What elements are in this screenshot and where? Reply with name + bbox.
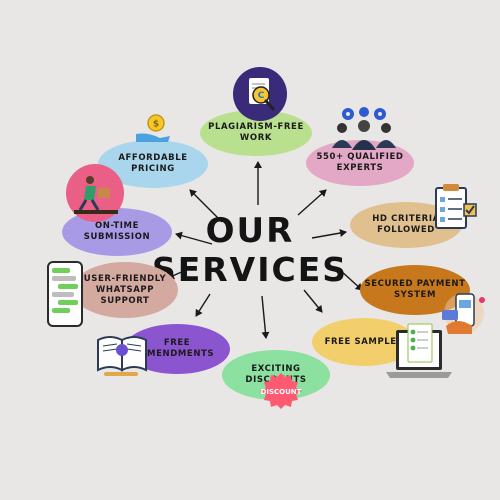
clipboard-checklist-icon xyxy=(435,184,477,229)
arrow-to-experts xyxy=(297,189,327,216)
phone-chat-icon xyxy=(47,261,83,327)
service-label: FREE AMENDMENTS xyxy=(139,338,215,359)
arrow-to-pricing xyxy=(189,189,223,223)
laptop-checklist-icon xyxy=(386,323,452,378)
service-whatsapp-support: USER-FRIENDLY WHATSAPP SUPPORT xyxy=(72,262,178,318)
arrows-group xyxy=(167,161,363,339)
delivery-person-icon xyxy=(66,164,124,222)
svg-text:$: $ xyxy=(153,120,159,130)
arrow-to-payment xyxy=(339,269,363,291)
svg-text:C: C xyxy=(258,91,265,101)
phone-card-payment-icon xyxy=(442,293,485,334)
service-label: FREE SAMPLES xyxy=(324,336,404,347)
service-label: 550+ QUALIFIED EXPERTS xyxy=(316,152,404,173)
service-label: ON-TIME SUBMISSION xyxy=(83,221,151,242)
discount-badge-label: DISCOUNT xyxy=(261,388,302,396)
service-label: SECURED PAYMENT SYSTEM xyxy=(364,279,466,300)
service-label: AFFORDABLE PRICING xyxy=(118,153,188,174)
open-book-icon xyxy=(97,336,147,376)
title-our: OUR xyxy=(205,211,295,251)
arrow-to-ontime xyxy=(175,231,213,245)
title-services: SERVICES xyxy=(151,250,349,289)
service-label: USER-FRIENDLY WHATSAPP SUPPORT xyxy=(83,273,167,306)
service-label: PLAGIARISM-FREE WORK xyxy=(208,122,304,143)
magnifier-document-icon: C xyxy=(233,67,287,121)
hand-coin-icon: $ xyxy=(136,114,170,142)
arrow-to-amendments xyxy=(195,293,211,317)
arrow-to-samples xyxy=(303,289,323,313)
service-plagiarism-free-work: PLAGIARISM-FREE WORK xyxy=(200,110,312,156)
arrow-to-discounts xyxy=(261,295,270,339)
service-label: HD CRITERIA FOLLOWED xyxy=(372,214,440,235)
discount-seal-icon: DISCOUNT xyxy=(260,373,302,409)
team-gears-icon xyxy=(332,107,396,150)
arrow-to-criteria xyxy=(311,229,347,239)
